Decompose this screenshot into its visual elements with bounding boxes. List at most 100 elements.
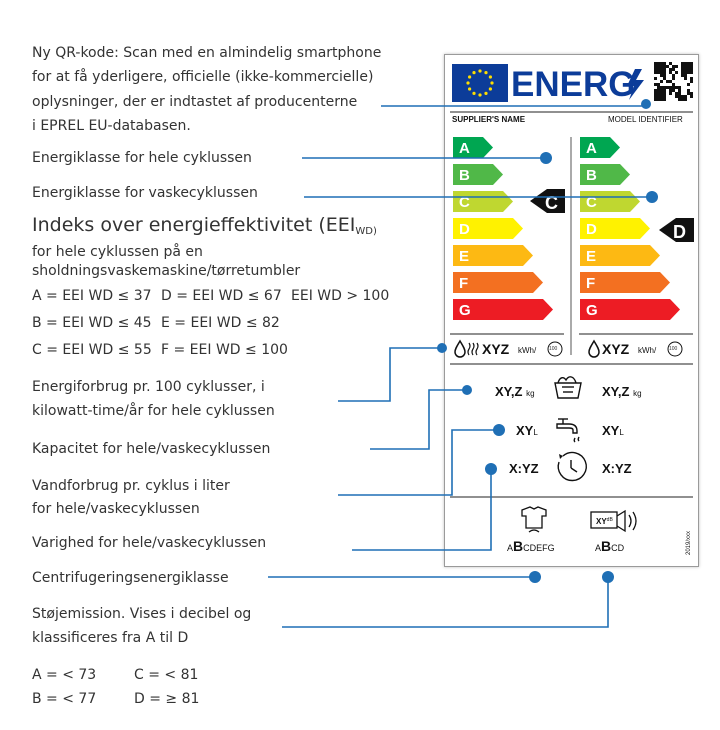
connector-noise: [282, 577, 609, 628]
qr-module: [666, 65, 669, 68]
noise-icon-value: XYdB: [596, 517, 613, 526]
eu-stars: [466, 69, 494, 97]
qr-module: [654, 62, 657, 65]
water-tap-icon: [556, 418, 580, 443]
class-letter-right-c: C: [586, 194, 597, 211]
qr-module: [690, 62, 693, 65]
qr-module: [654, 89, 657, 92]
supplier-name: SUPPLIER'S NAME: [452, 115, 526, 124]
qr-annotation-line-3: oplysninger, der er indtastet af produce…: [32, 94, 358, 110]
qr-module: [690, 77, 693, 80]
qr-module: [660, 71, 663, 74]
qr-module: [678, 98, 681, 101]
connector-dot: [493, 424, 505, 436]
noise-cell: A = < 73: [32, 667, 97, 683]
eu-star: [490, 81, 494, 85]
spin-scale-prefix: A: [507, 543, 514, 553]
qr-annotation-line-1: Ny QR-kode: Scan med en almindelig smart…: [32, 45, 382, 61]
qr-module: [672, 68, 675, 71]
qr-module: [669, 80, 672, 83]
water-annotation-line-2: for hele/vaskecyklussen: [32, 501, 200, 517]
qr-module: [675, 71, 678, 74]
class-letter-right-g: G: [586, 302, 598, 319]
energy-unit-right: kWh/: [638, 346, 657, 355]
noise-annotation-line-1: Støjemission. Vises i decibel og: [32, 606, 252, 622]
spin-scale-selected: B: [513, 538, 524, 554]
connector-dot: [462, 385, 472, 395]
qr-module: [690, 71, 693, 74]
per-100-left: 100: [549, 346, 558, 352]
water-left-number: XY: [516, 423, 534, 438]
qr-module: [672, 83, 675, 86]
connector-dot: [646, 191, 658, 203]
energy-value-left: XYZ: [482, 341, 510, 357]
qr-module: [666, 86, 669, 89]
noise-cell: C = < 81: [134, 667, 199, 683]
water-value-right: XYL: [602, 423, 624, 438]
qr-module: [675, 95, 678, 98]
capacity-value-left: XY,Z kg: [495, 384, 535, 399]
noise-scale-prefix: A: [595, 543, 602, 553]
qr-module: [654, 77, 657, 80]
qr-module: [660, 80, 663, 83]
connector-water: [338, 429, 499, 496]
connector-dot: [485, 463, 497, 475]
qr-module: [678, 95, 681, 98]
laundry-basket-icon: [554, 376, 582, 399]
eei-cell: F = EEI WD ≤ 100: [161, 342, 288, 358]
qr-module: [654, 95, 657, 98]
qr-module: [690, 95, 693, 98]
energy-value-right: XYZ: [602, 341, 630, 357]
class-bar-right-a: [580, 137, 620, 158]
connector-dot: [540, 152, 552, 164]
qr-module: [669, 68, 672, 71]
qr-module: [669, 86, 672, 89]
class-scale-right: ABCDEFG: [580, 137, 680, 320]
noise-scale-suffix: CD: [611, 543, 625, 553]
energy-label-graphics: ENERG ABCDEFG ABCDEFG C D: [450, 62, 694, 555]
qr-module: [660, 92, 663, 95]
duration-annotation: Varighed for hele/vaskecyklussen: [32, 535, 267, 551]
class-wash-annotation: Energiklasse for vaskecyklussen: [32, 185, 258, 201]
qr-module: [654, 98, 657, 101]
qr-module: [687, 62, 690, 65]
qr-module: [660, 86, 663, 89]
eei-desc-line-2: sholdningsvaskemaskine/tørretumbler: [32, 263, 301, 279]
class-letter-right-b: B: [586, 167, 597, 184]
class-letter-left-c: C: [459, 194, 470, 211]
class-bar-left-b: [453, 164, 503, 185]
qr-module: [663, 71, 666, 74]
connector-capacity: [370, 389, 467, 450]
eu-star: [478, 69, 482, 73]
qr-module: [660, 95, 663, 98]
qr-module: [684, 68, 687, 71]
heat-waves-icon: [467, 342, 479, 356]
qr-module: [678, 89, 681, 92]
qr-module: [663, 86, 666, 89]
class-bar-right-g: [580, 299, 680, 320]
qr-module: [660, 98, 663, 101]
qr-module: [684, 65, 687, 68]
connector-qr: [381, 102, 647, 107]
rating-letter-left: C: [545, 193, 558, 213]
eu-star: [488, 75, 492, 79]
noise-annotation-line-2: klassificeres fra A til D: [32, 630, 189, 646]
qr-module: [684, 71, 687, 74]
qr-module: [663, 74, 666, 77]
connector-dot: [641, 99, 651, 109]
class-letter-right-f: F: [586, 275, 595, 292]
connector-dot: [437, 343, 447, 353]
per-100-badge-left: [547, 341, 563, 357]
qr-module: [687, 89, 690, 92]
qr-module: [657, 62, 660, 65]
rating-arrow-right: [659, 218, 694, 242]
qr-module: [678, 86, 681, 89]
class-letter-left-e: E: [459, 248, 469, 265]
energy-annotation-line-1: Energiforbrug pr. 100 cyklusser, i: [32, 379, 265, 395]
eei-cell: EEI WD > 100: [291, 288, 390, 304]
per-100-right: 100: [669, 346, 678, 352]
capacity-annotation: Kapacitet for hele/vaskecyklussen: [32, 441, 271, 457]
eei-title-text: Indeks over energieffektivitet (EEI: [32, 214, 356, 236]
